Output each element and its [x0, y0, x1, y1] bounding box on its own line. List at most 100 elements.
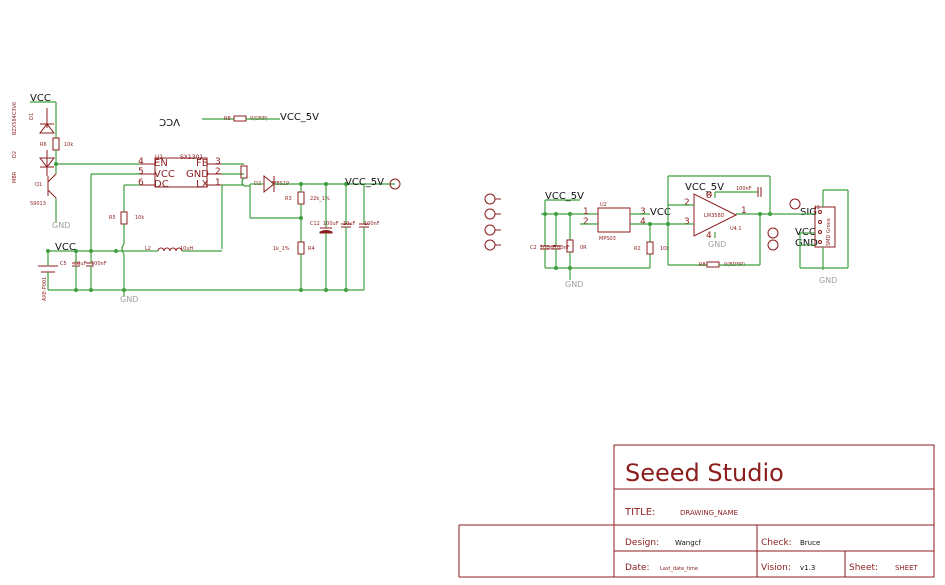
net-label-gnd-conn: GND: [795, 238, 818, 249]
c8-value: 10uF: [343, 221, 356, 227]
r2-ref: R2: [634, 246, 641, 252]
resistor-r8-right: [706, 261, 720, 268]
r6-value: 10k: [64, 142, 73, 148]
u1-lx: LX: [196, 179, 209, 190]
transistor-q1: Q1 S9013: [30, 173, 57, 207]
date-label: Date:: [625, 563, 650, 573]
test-point-2[interactable]: [484, 208, 496, 220]
c9-value: 100nF: [364, 221, 380, 227]
test-point-1[interactable]: [484, 193, 496, 205]
c2-value: 100nF: [540, 245, 556, 251]
u1-dc: DC: [154, 179, 169, 190]
ground-label-left-bottom: GND: [120, 295, 138, 304]
d2-ref: D2: [12, 151, 18, 158]
net-label-vcc-right: VCC: [650, 207, 671, 218]
ground-label-opamp: GND: [708, 240, 726, 249]
resistor-r4: [297, 241, 305, 255]
u2-pin2: 2: [583, 217, 589, 227]
resistor-r2: [646, 241, 654, 255]
c12-value: 100uF: [323, 221, 339, 227]
u2-pin3: 3: [640, 207, 646, 217]
ic-u2: U2 MPS03 1 2 3 4: [583, 202, 646, 242]
test-point-3[interactable]: [484, 224, 496, 236]
net-label-vcc5v-top: VCC_5V: [280, 112, 319, 123]
title-label: TITLE:: [624, 507, 655, 518]
u1-pin2: 2: [215, 167, 221, 177]
date-value: Last_date_time: [660, 566, 698, 572]
connector-grove: SMD Grove J1: [814, 205, 836, 248]
net-label-vcc-flipped: VCC: [159, 116, 180, 127]
l2-ref: L2: [145, 246, 151, 252]
d1-ref: D1: [29, 113, 35, 120]
net-label-vcc-mid: VCC: [55, 242, 76, 253]
check-label: Check:: [761, 538, 792, 548]
design-value: Wangcf: [675, 539, 701, 547]
r4-value: 1k_1%: [273, 246, 290, 252]
u1-ref: U1: [155, 154, 163, 161]
opamp-pin1: 1: [741, 206, 747, 216]
q1-part: S9013: [30, 201, 46, 207]
opamp-part: LM358D: [704, 213, 725, 219]
left-circuit: VCC BZX584C3V6 D1 D2 MBR R6 10k: [12, 93, 401, 304]
r8-left-ref: R8: [224, 116, 231, 122]
u1-pin1: 1: [215, 178, 221, 188]
r1-value: 0R: [580, 245, 587, 251]
u2-pin1: 1: [583, 207, 589, 217]
test-point-vcc[interactable]: [767, 227, 779, 239]
r8-right-ref: R8: [699, 262, 706, 268]
u1-pin5: 5: [138, 167, 144, 177]
test-point-gnd[interactable]: [767, 239, 779, 251]
u2-pin4: 4: [640, 217, 646, 227]
test-points: [484, 193, 501, 251]
title-value: DRAWING_NAME: [680, 509, 738, 517]
sheet-label: Sheet:: [849, 563, 878, 573]
c12-ref: C12: [310, 221, 320, 227]
net-label-vcc-top: VCC: [30, 93, 51, 104]
opamp-ref: U4.1: [730, 226, 742, 232]
net-label-vcc5v-left: VCC_5V: [345, 177, 384, 188]
test-point-vcc5v[interactable]: [389, 178, 401, 190]
c4-value: 100nF: [91, 261, 107, 267]
d1-part: BZX584C3V6: [12, 102, 18, 135]
inductor-l2: L2 10uH: [145, 246, 194, 252]
led-d2: D2 MBR: [12, 150, 56, 183]
diode-d1: BZX584C3V6 D1: [12, 102, 56, 135]
d2-part: MBR: [12, 171, 18, 183]
u1-pin3: 3: [215, 157, 221, 167]
test-point-4[interactable]: [484, 239, 496, 251]
u1-gnd: GND: [186, 169, 209, 180]
net-label-sig: SIG: [800, 207, 817, 218]
c2-ref: C2: [530, 245, 537, 251]
resistor-r8-left: [233, 115, 247, 122]
l2-value: 10uH: [180, 246, 194, 252]
c5-value: 10uF: [74, 261, 87, 267]
opamp-u4: LM358D U4.1 2 3 1 4 8: [684, 191, 747, 241]
opamp-pin8: 8: [706, 191, 712, 201]
resistor-r3: [297, 191, 305, 205]
c5-ref: C5: [60, 261, 67, 267]
company-name: Seeed Studio: [625, 459, 784, 487]
u1-vcc: VCC: [154, 169, 175, 180]
design-label: Design:: [625, 538, 659, 548]
u1-en: EN: [154, 158, 168, 169]
u1-pin6: 6: [138, 178, 144, 188]
opamp-pin3: 3: [684, 217, 690, 227]
q1-ref: Q1: [35, 182, 42, 188]
u1-part: SX1301: [180, 154, 203, 161]
ic-u1: U1 SX1301 4 5 6 EN VCC DC FB GND LX 3 2 …: [138, 154, 222, 190]
ground-label-connector: GND: [819, 276, 837, 285]
resistor-r6: [52, 137, 60, 151]
connector-ref: J1: [814, 205, 820, 211]
r5-ref: R5: [109, 215, 116, 221]
opamp-pin2: 2: [684, 198, 690, 208]
battery-part: AXE-P001: [42, 277, 48, 301]
r6-ref: R6: [40, 142, 47, 148]
r3-ref: R3: [285, 196, 292, 202]
vision-value: v1.3: [800, 564, 815, 572]
u2-ref: U2: [600, 202, 607, 208]
right-circuit: VCC_5V U2 MPS03 1 2 3 4 VCC C2 100nF: [530, 175, 849, 289]
test-point-sig[interactable]: [789, 198, 801, 210]
opamp-pin4: 4: [706, 231, 712, 241]
ground-label-right-1: GND: [565, 280, 583, 289]
